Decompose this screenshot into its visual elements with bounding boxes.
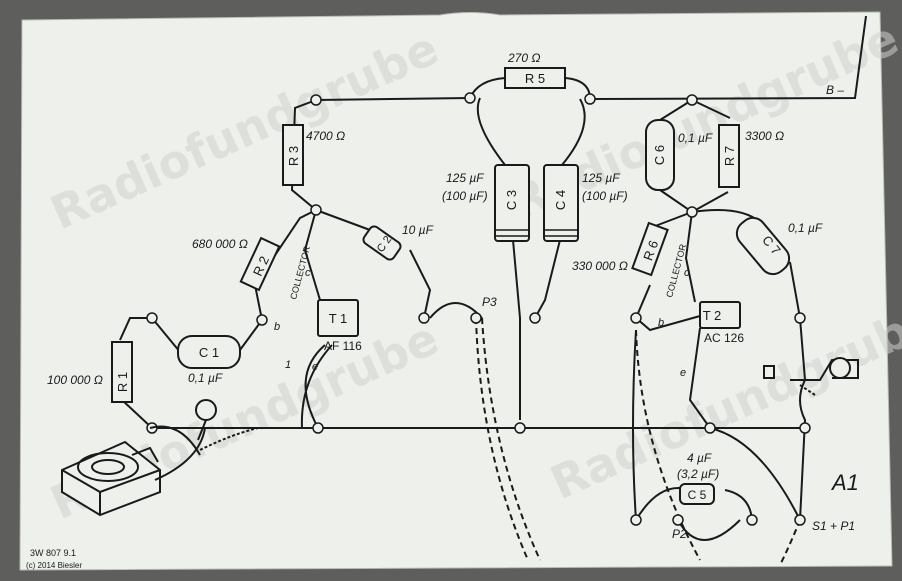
c7-value: 0,1 µF — [788, 221, 823, 235]
c4-value: 125 µF — [582, 171, 620, 185]
t1-type: AF 116 — [324, 339, 362, 353]
c6-value: 0,1 µF — [678, 131, 713, 145]
t2-type: AC 126 — [704, 331, 744, 345]
r5-value: 270 Ω — [507, 51, 540, 65]
speaker-plug-drawing — [763, 357, 859, 396]
copyright: (c) 2014 Biesler — [26, 561, 82, 570]
r3-value: 4700 Ω — [306, 129, 345, 143]
terminal-p2: P2 — [672, 527, 687, 541]
transistor-t1 — [317, 299, 359, 337]
r5-ref: R 5 — [525, 71, 545, 86]
r7-ref: R 7 — [722, 146, 737, 166]
c4-ref: C 4 — [553, 190, 568, 210]
r2-value: 680 000 Ω — [192, 237, 248, 251]
pin-e-t1: e — [312, 361, 318, 373]
pin-c-t1: c — [305, 267, 311, 279]
r1-value: 100 000 Ω — [47, 373, 103, 387]
capacitor-c7 — [735, 216, 791, 276]
pin-e-t2: e — [680, 367, 686, 379]
pin-c-t2: c — [684, 267, 690, 279]
t2-ref: T 2 — [703, 308, 722, 323]
terminal-s1-p1: S1 + P1 — [812, 519, 855, 533]
terminal-p3: P3 — [482, 295, 497, 309]
c2-value: 10 µF — [402, 223, 434, 237]
pin-b-t2: b — [658, 317, 664, 329]
resistor-r2 — [239, 236, 281, 292]
capacitor-c4 — [543, 164, 579, 242]
capacitors — [177, 119, 791, 505]
c5-ref: C 5 — [688, 488, 707, 502]
c5-alt: (3,2 µF) — [677, 467, 719, 481]
pin-b-t1: b — [274, 321, 280, 333]
c3-alt: (100 µF) — [442, 189, 488, 203]
r7-value: 3300 Ω — [745, 129, 784, 143]
resistors — [111, 67, 740, 403]
c3-value: 125 µF — [446, 171, 484, 185]
solder-pads — [146, 92, 811, 526]
record-player-drawing — [61, 399, 259, 517]
capacitor-c5 — [679, 483, 715, 505]
transistors — [317, 299, 741, 337]
terminal-b-minus: B – — [826, 83, 844, 97]
pin-1-t1: 1 — [285, 359, 291, 371]
board-title: A1 — [830, 470, 859, 495]
c6-ref: C 6 — [652, 145, 667, 165]
r6-ref: R 6 — [640, 238, 661, 262]
resistor-r1 — [111, 341, 133, 403]
resistor-r6 — [631, 221, 669, 277]
capacitor-c1 — [177, 335, 241, 369]
capacitor-c2 — [362, 225, 402, 261]
c3-ref: C 3 — [504, 190, 519, 210]
c1-value: 0,1 µF — [188, 371, 223, 385]
transistor-t2 — [699, 301, 741, 329]
r1-ref: R 1 — [115, 372, 130, 392]
resistor-r3 — [282, 124, 304, 186]
resistor-r7 — [718, 124, 740, 188]
board-code: 3W 807 9.1 — [30, 548, 76, 558]
t1-ref: T 1 — [329, 311, 348, 326]
capacitor-c3 — [494, 164, 530, 242]
c5-value: 4 µF — [687, 451, 712, 465]
r3-ref: R 3 — [286, 146, 301, 166]
capacitor-c6 — [645, 119, 675, 191]
resistor-r5 — [504, 67, 566, 89]
c1-ref: C 1 — [199, 345, 219, 360]
c4-alt: (100 µF) — [582, 189, 628, 203]
r6-value: 330 000 Ω — [572, 259, 628, 273]
